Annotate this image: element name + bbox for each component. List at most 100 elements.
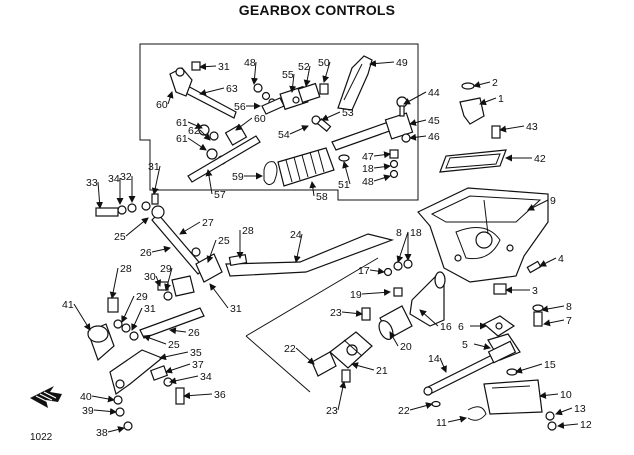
callout-number-53: 53 <box>342 107 354 119</box>
callout-number-44: 44 <box>428 87 440 99</box>
callout-leader-26 <box>151 245 171 253</box>
callout-leader-50 <box>322 61 331 83</box>
callout-number-9: 9 <box>550 195 556 207</box>
callout-number-60: 60 <box>254 113 266 125</box>
callout-leader-23 <box>337 381 347 411</box>
callout-number-10: 10 <box>560 389 572 401</box>
part-coupling-22 <box>311 351 337 377</box>
callout-leader-48 <box>373 174 391 182</box>
section-divider <box>245 257 379 393</box>
callout-leader-29 <box>164 267 173 291</box>
callout-leader-7 <box>543 319 565 327</box>
callout-number-14: 14 <box>428 353 440 365</box>
part-sleeve-20 <box>378 305 413 340</box>
callout-leader-29 <box>121 295 135 323</box>
callout-number-31: 31 <box>218 61 230 73</box>
callout-leader-17 <box>369 267 385 275</box>
callout-leader-61 <box>187 121 203 129</box>
callout-leader-25 <box>206 239 217 263</box>
part-guard-10 <box>483 379 543 415</box>
part-fork-56 <box>261 97 285 115</box>
callout-number-61: 61 <box>176 117 188 129</box>
callout-number-22: 22 <box>284 343 296 355</box>
callout-number-25: 25 <box>218 235 230 247</box>
part-screw-43 <box>491 125 501 139</box>
part-clip-59 <box>263 161 278 186</box>
callout-number-29: 29 <box>136 291 148 303</box>
callout-leader-35 <box>159 351 189 361</box>
part-shaft-14 <box>423 340 517 396</box>
part-washers-29-31 <box>113 319 139 341</box>
part-pin-31-left <box>151 193 159 205</box>
callout-leader-41 <box>73 303 91 331</box>
callout-number-23: 23 <box>330 307 342 319</box>
callout-number-58: 58 <box>316 191 328 203</box>
part-plug-3 <box>493 283 507 295</box>
callout-leader-43 <box>499 125 525 133</box>
part-bolt-12-13 <box>545 411 557 431</box>
part-pin-37-34 <box>149 365 173 387</box>
callout-leader-36 <box>183 392 213 400</box>
callout-leader-24 <box>293 233 303 263</box>
figure-reference: 1022 <box>30 432 53 443</box>
part-boot-58 <box>277 147 335 187</box>
callout-number-18: 18 <box>362 163 374 175</box>
part-bolt-53-54 <box>311 115 332 133</box>
callout-leader-31 <box>131 307 143 331</box>
callout-leader-33 <box>96 181 104 209</box>
callout-number-56: 56 <box>234 101 246 113</box>
callout-number-6: 6 <box>458 321 464 333</box>
callout-leader-2 <box>473 81 491 88</box>
callout-number-41: 41 <box>62 299 74 311</box>
callout-leader-46 <box>409 133 427 141</box>
callout-number-22: 22 <box>398 405 410 417</box>
part-gearbox-9 <box>417 187 549 283</box>
part-bolt-31-upper <box>191 61 201 71</box>
callout-leader-60 <box>166 91 174 105</box>
callout-leader-31 <box>209 283 229 309</box>
callout-number-16: 16 <box>440 321 452 333</box>
callout-leader-9 <box>527 199 549 211</box>
part-clip-11 <box>467 406 487 421</box>
callout-number-15: 15 <box>544 359 556 371</box>
callout-number-27: 27 <box>202 217 214 229</box>
callout-number-4: 4 <box>558 253 564 265</box>
callout-number-46: 46 <box>428 131 440 143</box>
part-lever-27 <box>151 205 205 275</box>
callout-leader-8 <box>541 305 565 313</box>
callout-leader-34 <box>169 375 199 385</box>
part-gasket-42 <box>439 149 507 173</box>
part-washer-51 <box>338 154 350 162</box>
callout-leader-23 <box>341 309 363 317</box>
callout-leader-49 <box>369 60 395 67</box>
callout-leader-48 <box>251 61 259 85</box>
callout-leader-45 <box>409 119 427 126</box>
part-washers-38-40 <box>113 395 133 431</box>
callout-leader-11 <box>447 415 467 423</box>
callout-leader-16 <box>419 309 439 327</box>
part-joint-21 <box>329 331 373 369</box>
callout-number-13: 13 <box>574 403 586 415</box>
callout-number-37: 37 <box>192 359 204 371</box>
callout-number-43: 43 <box>526 121 538 133</box>
callout-number-20: 20 <box>400 341 412 353</box>
part-rod-45 <box>331 112 414 151</box>
callout-number-38: 38 <box>96 427 108 439</box>
callout-number-18: 18 <box>410 227 422 239</box>
part-washer-15 <box>506 368 518 376</box>
callout-number-62: 62 <box>188 125 200 137</box>
callout-leader-21 <box>351 362 375 371</box>
callout-number-19: 19 <box>350 289 362 301</box>
callout-leader-18 <box>373 163 391 171</box>
callout-leader-8 <box>396 231 409 263</box>
callout-leader-40 <box>91 395 115 403</box>
callout-leader-12 <box>557 421 579 429</box>
callout-leader-25 <box>143 334 167 345</box>
part-pin-4 <box>526 260 542 274</box>
callout-leader-30 <box>154 275 162 287</box>
callout-number-8: 8 <box>566 301 572 313</box>
callout-number-32: 32 <box>120 171 132 183</box>
callout-leader-52 <box>303 65 311 87</box>
callout-leader-22 <box>409 402 433 411</box>
